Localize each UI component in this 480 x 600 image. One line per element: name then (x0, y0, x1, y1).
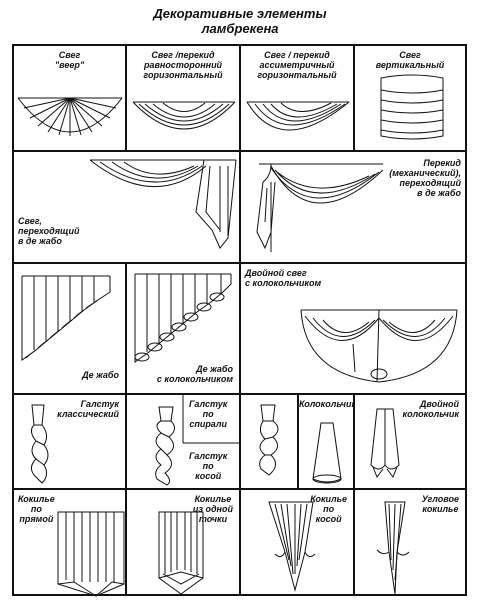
jabot-bell-drawing (134, 273, 232, 363)
double-bell-drawing (370, 408, 400, 479)
swag-vertical-drawing (380, 74, 444, 140)
tie-classic-drawing (30, 404, 49, 484)
cell-tie-classic: Галстук классический (12, 393, 127, 490)
cell-double-swag-bell: Двойной свег с колокольчиком (239, 262, 467, 395)
cascade-one-point-drawing (158, 511, 204, 595)
label-tie-classic: Галстук классический (57, 399, 119, 419)
elements-grid: Свег "веер" Свег /перекид равносторонний… (12, 44, 467, 597)
label-tie-spiral: Галстук по спирали (189, 399, 228, 429)
cascade-bias-drawing (268, 501, 316, 592)
cell-tie-spiral: Галстук по спирали Галстук по косой (125, 393, 241, 490)
cell-cascade-straight: Кокилье по прямой (12, 488, 127, 597)
jabot-drawing (21, 275, 111, 361)
label-bell: Колокольчик (299, 399, 357, 409)
cell-double-bell: Двойной колокольчик (353, 393, 467, 490)
cell-cascade-one-point: Кокилье из одной точки (125, 488, 241, 596)
label-swag-fan: Свег "веер" (54, 50, 85, 70)
label-swag-to-jabot: Свег, переходящий в де жабо (18, 216, 80, 246)
cell-swag-vertical: Свег вертикальный (353, 44, 467, 152)
label-swag-vertical: Свег вертикальный (375, 50, 445, 70)
label-swag-symmetric: Свег /перекид равносторонний горизонталь… (143, 50, 223, 80)
label-cascade-one-point: Кокилье из одной точки (192, 494, 233, 524)
cell-swag-to-jabot: Свег, переходящий в де жабо (12, 150, 241, 264)
cell-bell: Колокольчик (297, 393, 357, 490)
swag-asymmetric-drawing (246, 101, 350, 131)
tie-bias-drawing (259, 404, 279, 476)
cell-swag-asymmetric: Свег / перекид ассиметричный горизонталь… (239, 44, 355, 152)
label-cascade-corner: Угловое кокилье (421, 494, 459, 514)
label-tie-bias: Галстук по косой (189, 451, 228, 481)
title-line-1: Декоративные элементы (153, 6, 327, 21)
cell-jabot: Де жабо (12, 262, 127, 395)
cell-throw-to-jabot: Перекид (механический), переходящий в де… (239, 150, 467, 264)
double-swag-bell-drawing (300, 309, 458, 383)
title-line-2: ламбрекена (201, 21, 279, 36)
label-swag-asymmetric: Свег / перекид ассиметричный горизонталь… (257, 50, 337, 80)
cell-swag-symmetric: Свег /перекид равносторонний горизонталь… (125, 44, 241, 152)
tie-spiral-drawing (155, 395, 241, 486)
cascade-straight-drawing (57, 511, 125, 597)
label-double-swag-bell: Двойной свег с колокольчиком (245, 268, 322, 288)
swag-fan-drawing (17, 97, 123, 136)
swag-symmetric-drawing (132, 101, 236, 130)
cell-cascade-corner: Угловое кокилье (353, 488, 467, 596)
cell-swag-fan: Свег "веер" (12, 44, 127, 152)
label-jabot: Де жабо (82, 370, 119, 380)
diagram-title: Декоративные элементы ламбрекена (0, 6, 480, 36)
cell-jabot-bell: Де жабо с колокольчиком (125, 262, 241, 395)
cascade-corner-drawing (376, 501, 410, 595)
label-cascade-straight: Кокилье по прямой (18, 494, 55, 524)
cell-tie-bias (239, 393, 299, 490)
label-double-bell: Двойной колокольчик (402, 399, 459, 419)
label-throw-to-jabot: Перекид (механический), переходящий в де… (389, 158, 461, 198)
bell-drawing (312, 422, 342, 484)
throw-to-jabot-drawing (256, 163, 384, 252)
label-jabot-bell: Де жабо с колокольчиком (156, 364, 233, 384)
cell-cascade-bias: Кокилье по косой (239, 488, 355, 596)
swag-to-jabot-drawing (89, 159, 237, 249)
label-cascade-bias: Кокилье по косой (310, 494, 347, 524)
